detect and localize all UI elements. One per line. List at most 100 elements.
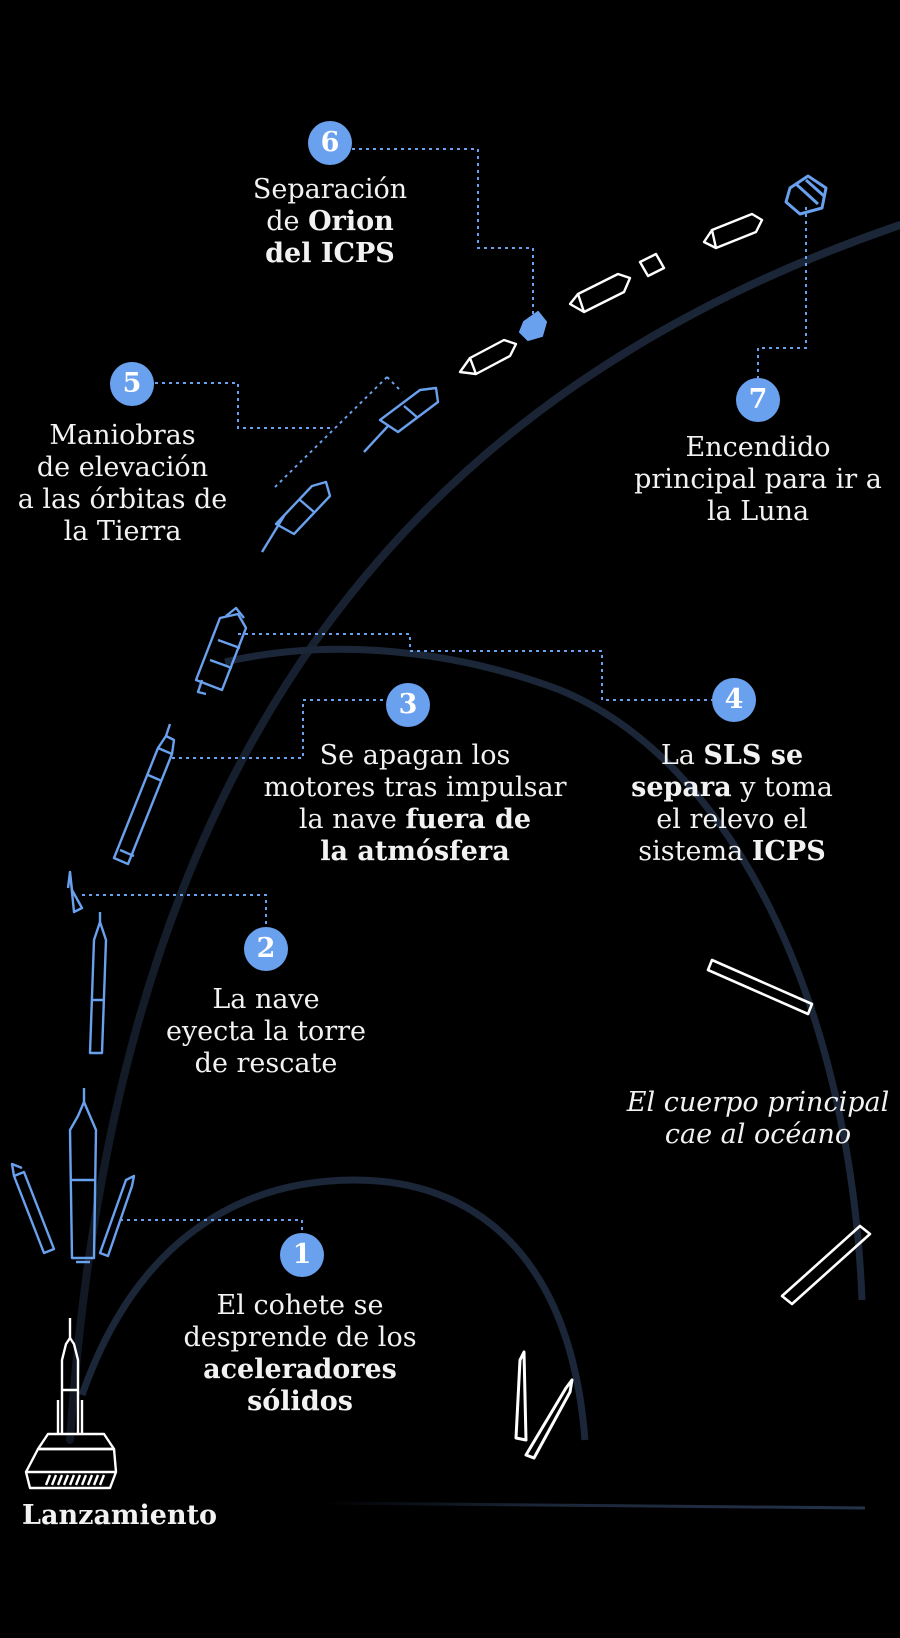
caption-line: la Luna: [620, 496, 896, 528]
caption-bold-text: separa: [631, 772, 732, 803]
caption-text: de rescate: [194, 1048, 338, 1079]
step-6-badge: 6: [308, 121, 352, 165]
launch-pad-icon: [24, 1318, 118, 1490]
ocean-line: [319, 1501, 866, 1510]
booster-fall-arc: [78, 1176, 589, 1441]
step-1-badge: 1: [280, 1233, 324, 1277]
caption-text: la Luna: [706, 496, 810, 527]
caption-bold-text: Orion: [308, 206, 394, 237]
solid-booster-icon: [514, 1350, 574, 1460]
rocket-core-icon: [88, 912, 108, 1055]
caption-line: El cuerpo principal: [620, 1087, 896, 1119]
caption-text: de: [266, 206, 309, 237]
step-5-badge: 5: [110, 362, 154, 406]
leader-line-7: [757, 207, 807, 378]
caption-text: la Tierra: [63, 516, 182, 547]
caption-line: principal para ir a: [620, 464, 896, 496]
core-fall-arc: [224, 645, 866, 1301]
caption-line: Separación: [240, 174, 420, 206]
caption-bold-text: SLS se: [703, 740, 804, 771]
caption-bold-text: la atmósfera: [320, 836, 510, 867]
caption-line: del ICPS: [240, 238, 420, 270]
core-stage-icon: [112, 723, 176, 866]
main-trajectory-arc: [66, 221, 900, 1444]
leader-line-5: [155, 376, 403, 488]
caption-line: de Orion: [240, 206, 420, 238]
caption-text: motores tras impulsar: [263, 772, 567, 803]
step-2-badge: 2: [244, 927, 288, 971]
caption-text: Se apagan los: [319, 740, 511, 771]
caption-line: de rescate: [156, 1048, 376, 1080]
caption-line: desprende de los: [170, 1322, 430, 1354]
orion-icps-icon: [260, 386, 440, 553]
caption-text: El cuerpo principal: [626, 1087, 890, 1118]
orion-capsule-icon: [458, 212, 764, 376]
rocket-with-boosters-icon: [10, 1088, 136, 1264]
caption-line: sistema ICPS: [612, 836, 852, 868]
caption-text: El cohete se: [216, 1290, 384, 1321]
caption-text: cae al océano: [664, 1119, 852, 1150]
caption-bold-text: aceleradores: [203, 1354, 397, 1385]
caption-text: el relevo el: [656, 804, 808, 835]
caption-bold-text: del ICPS: [265, 238, 395, 269]
caption-text: la nave: [298, 804, 406, 835]
caption-text: de elevación: [36, 452, 209, 483]
caption-text: desprende de los: [183, 1322, 417, 1353]
caption-text: y toma: [731, 772, 833, 803]
orion-icps-icon: [194, 606, 248, 696]
escape-tower-icon: [66, 870, 84, 914]
caption-line: sólidos: [170, 1386, 430, 1418]
caption-line: eyecta la torre: [156, 1016, 376, 1048]
leader-line-6: [352, 148, 534, 315]
step-4-badge: 4: [712, 678, 756, 722]
caption-text: La nave: [212, 984, 320, 1015]
caption-bold-text: sólidos: [247, 1386, 353, 1417]
caption-line: Encendido: [620, 432, 896, 464]
step-3-badge: 3: [386, 683, 430, 727]
caption-line: Se apagan los: [250, 740, 580, 772]
caption-line: de elevación: [10, 452, 235, 484]
caption-line: el relevo el: [612, 804, 852, 836]
caption-line: cae al océano: [620, 1119, 896, 1151]
icps-stage-icon: [518, 310, 548, 342]
launch-label: Lanzamiento: [22, 1500, 218, 1531]
caption-line: Maniobras: [10, 420, 235, 452]
caption-line: la Tierra: [10, 516, 235, 548]
icps-stage-icon: [784, 174, 828, 216]
caption-line: La nave: [156, 984, 376, 1016]
caption-line: la nave fuera de: [250, 804, 580, 836]
caption-text: eyecta la torre: [165, 1016, 367, 1047]
caption-text: Separación: [252, 174, 408, 205]
caption-line: El cohete se: [170, 1290, 430, 1322]
caption-text: Encendido: [685, 432, 831, 463]
caption-bold-text: ICPS: [751, 836, 826, 867]
caption-text: a las órbitas de: [17, 484, 228, 515]
caption-text: La: [660, 740, 704, 771]
step-7-badge: 7: [736, 378, 780, 422]
core-stage-icon: [706, 958, 872, 1306]
caption-line: aceleradores: [170, 1354, 430, 1386]
caption-line: La SLS se: [612, 740, 852, 772]
caption-text: principal para ir a: [634, 464, 882, 495]
caption-line: la atmósfera: [250, 836, 580, 868]
leader-line-2: [82, 894, 267, 925]
caption-text: Maniobras: [49, 420, 196, 451]
caption-line: separa y toma: [612, 772, 852, 804]
leader-line-4: [238, 633, 712, 701]
caption-line: a las órbitas de: [10, 484, 235, 516]
leader-line-1: [120, 1219, 303, 1245]
caption-bold-text: fuera de: [405, 804, 532, 835]
caption-text: sistema: [638, 836, 752, 867]
caption-line: motores tras impulsar: [250, 772, 580, 804]
leader-line-3: [172, 699, 385, 759]
